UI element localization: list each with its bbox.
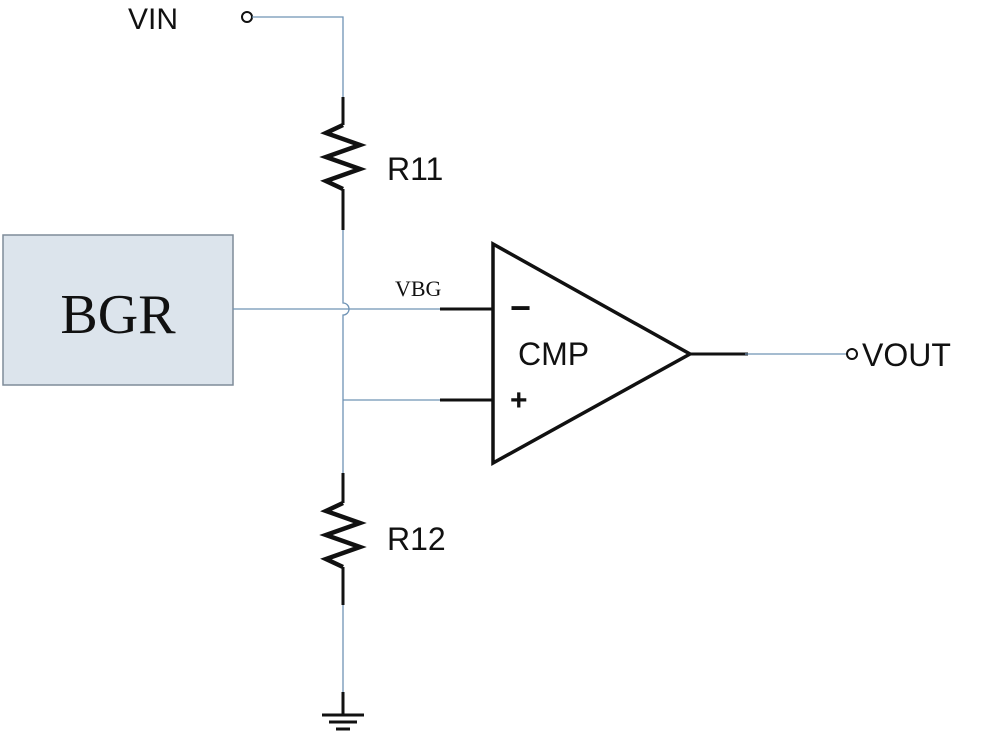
ground-icon bbox=[322, 713, 364, 731]
r11-label: R11 bbox=[387, 151, 443, 187]
vout-label: VOUT bbox=[862, 337, 951, 373]
resistor-r12 bbox=[319, 473, 367, 605]
resistor-r11 bbox=[319, 97, 367, 230]
vout-terminal bbox=[846, 348, 858, 360]
plus-sign: + bbox=[510, 384, 528, 417]
vin-wire bbox=[252, 16, 344, 100]
vbg-label: VBG bbox=[395, 276, 442, 301]
vin-terminal bbox=[241, 11, 253, 23]
cmp-label: CMP bbox=[518, 336, 589, 372]
minus-sign: − bbox=[510, 287, 531, 328]
bgr-block bbox=[2, 234, 234, 386]
comparator-cmp bbox=[491, 241, 694, 466]
divider-wire bbox=[342, 230, 350, 478]
vin-label: VIN bbox=[128, 3, 178, 36]
r12-label: R12 bbox=[387, 521, 446, 557]
bgr-label: BGR bbox=[60, 284, 176, 346]
